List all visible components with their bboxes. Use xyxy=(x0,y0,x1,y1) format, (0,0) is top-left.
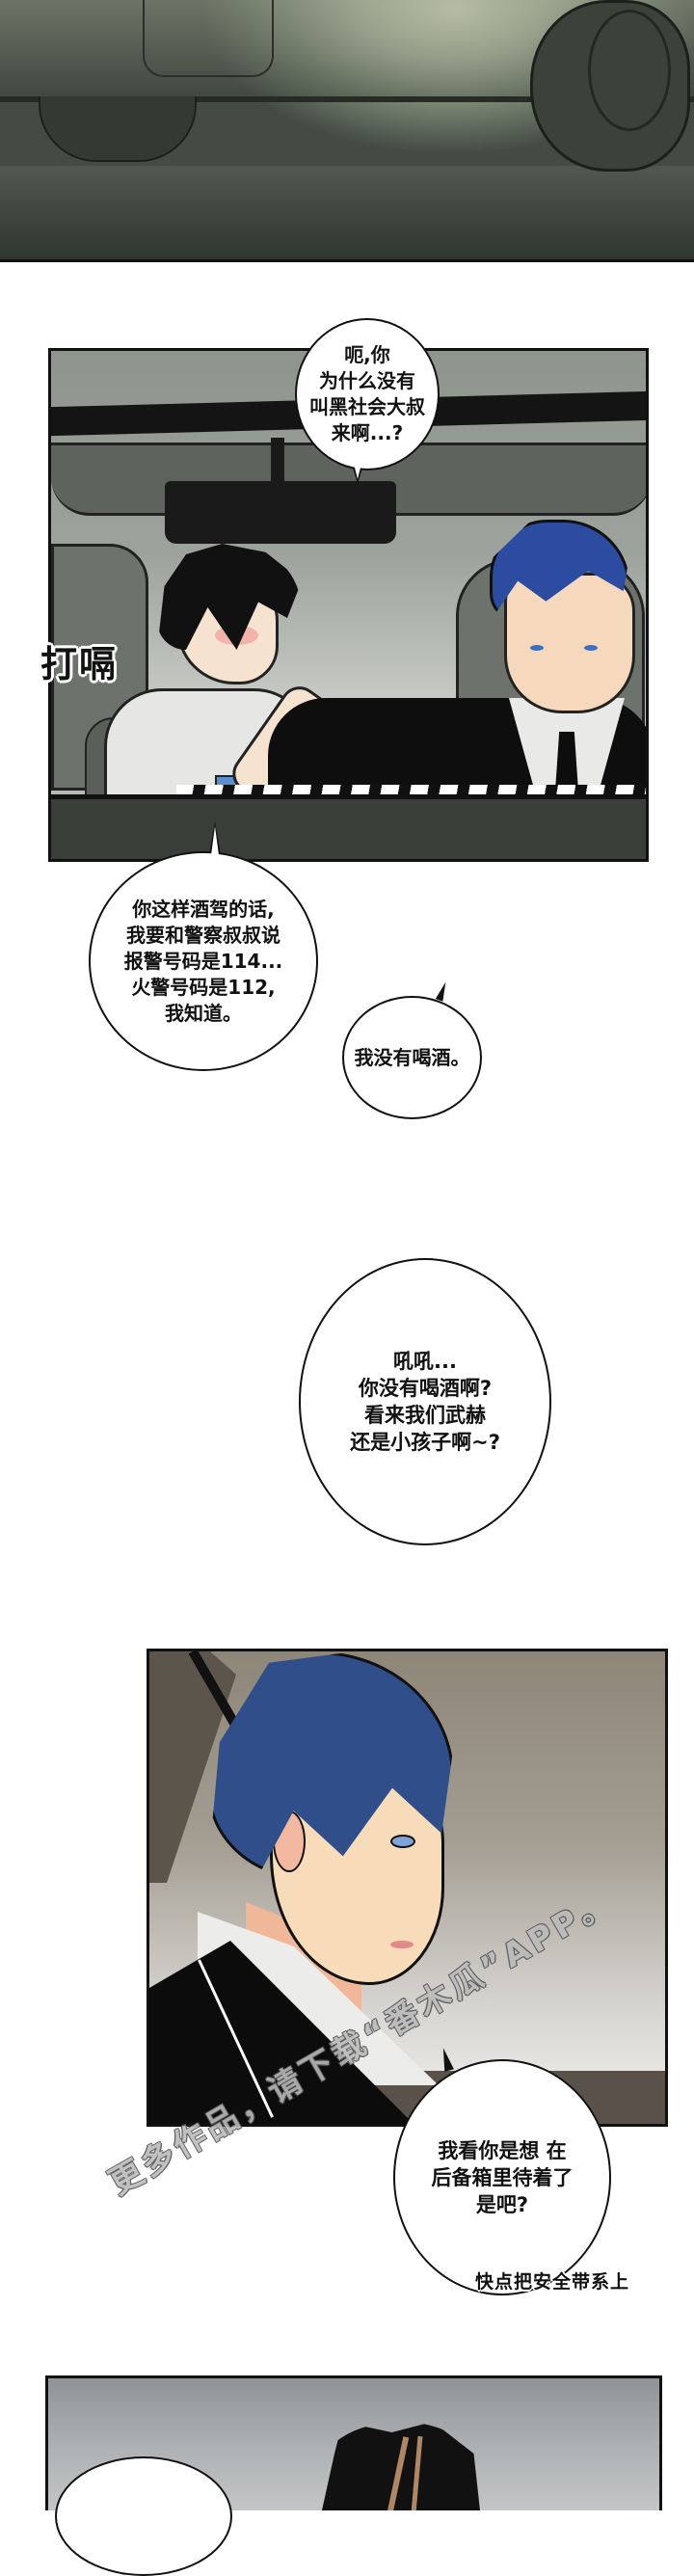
boy-hair xyxy=(157,544,302,650)
panel-car-interior xyxy=(48,348,649,862)
speech-bubble-5: 我看你是想 在 后备箱里待着了 是吧? xyxy=(393,2059,611,2295)
license-plate xyxy=(143,0,274,77)
speech-text: 我看你是想 在 后备箱里待着了 是吧? xyxy=(431,2138,574,2216)
bubble-tail-fill xyxy=(354,464,361,479)
man-eye-left xyxy=(530,645,544,651)
speech-bubble-1: 呃,你 为什么没有 叫黑社会大叔 来啊...? xyxy=(295,318,440,470)
speech-bubble-6-partial xyxy=(55,2456,232,2576)
panel-head-top xyxy=(45,2375,662,2510)
bubble-tail xyxy=(435,980,450,1002)
speech-text: 你这样酒驾的话, 我要和警察叔叔说 报警号码是114... 火警号码是112, … xyxy=(123,897,283,1025)
speech-text: 吼吼... 你没有喝酒啊? 看来我们武赫 还是小孩子啊~? xyxy=(350,1350,500,1454)
speech-bubble-3: 我没有喝酒。 xyxy=(342,996,482,1119)
sfx-burp: 打嗝 xyxy=(40,643,119,685)
man-eye-right xyxy=(584,645,598,651)
rearview-mirror xyxy=(165,481,396,544)
dashboard xyxy=(51,794,646,859)
caption-seatbelt: 快点把安全带系上 xyxy=(475,2271,630,2293)
man-face xyxy=(504,573,635,713)
bubble-tail-fill xyxy=(211,826,219,855)
wheel-hub xyxy=(588,10,671,131)
left-tire xyxy=(39,96,197,162)
speech-text: 呃,你 为什么没有 叫黑社会大叔 来啊...? xyxy=(309,343,425,444)
speech-bubble-4: 吼吼... 你没有喝酒啊? 看来我们武赫 还是小孩子啊~? xyxy=(299,1258,551,1545)
mirror-stem xyxy=(271,438,284,486)
man-eye xyxy=(390,1835,415,1848)
panel-car-underside xyxy=(0,0,694,262)
road-surface xyxy=(0,166,694,259)
man-mouth xyxy=(390,1941,414,1948)
speech-bubble-2: 你这样酒驾的话, 我要和警察叔叔说 报警号码是114... 火警号码是112, … xyxy=(89,851,318,1071)
speech-text: 我没有喝酒。 xyxy=(354,1046,470,1069)
